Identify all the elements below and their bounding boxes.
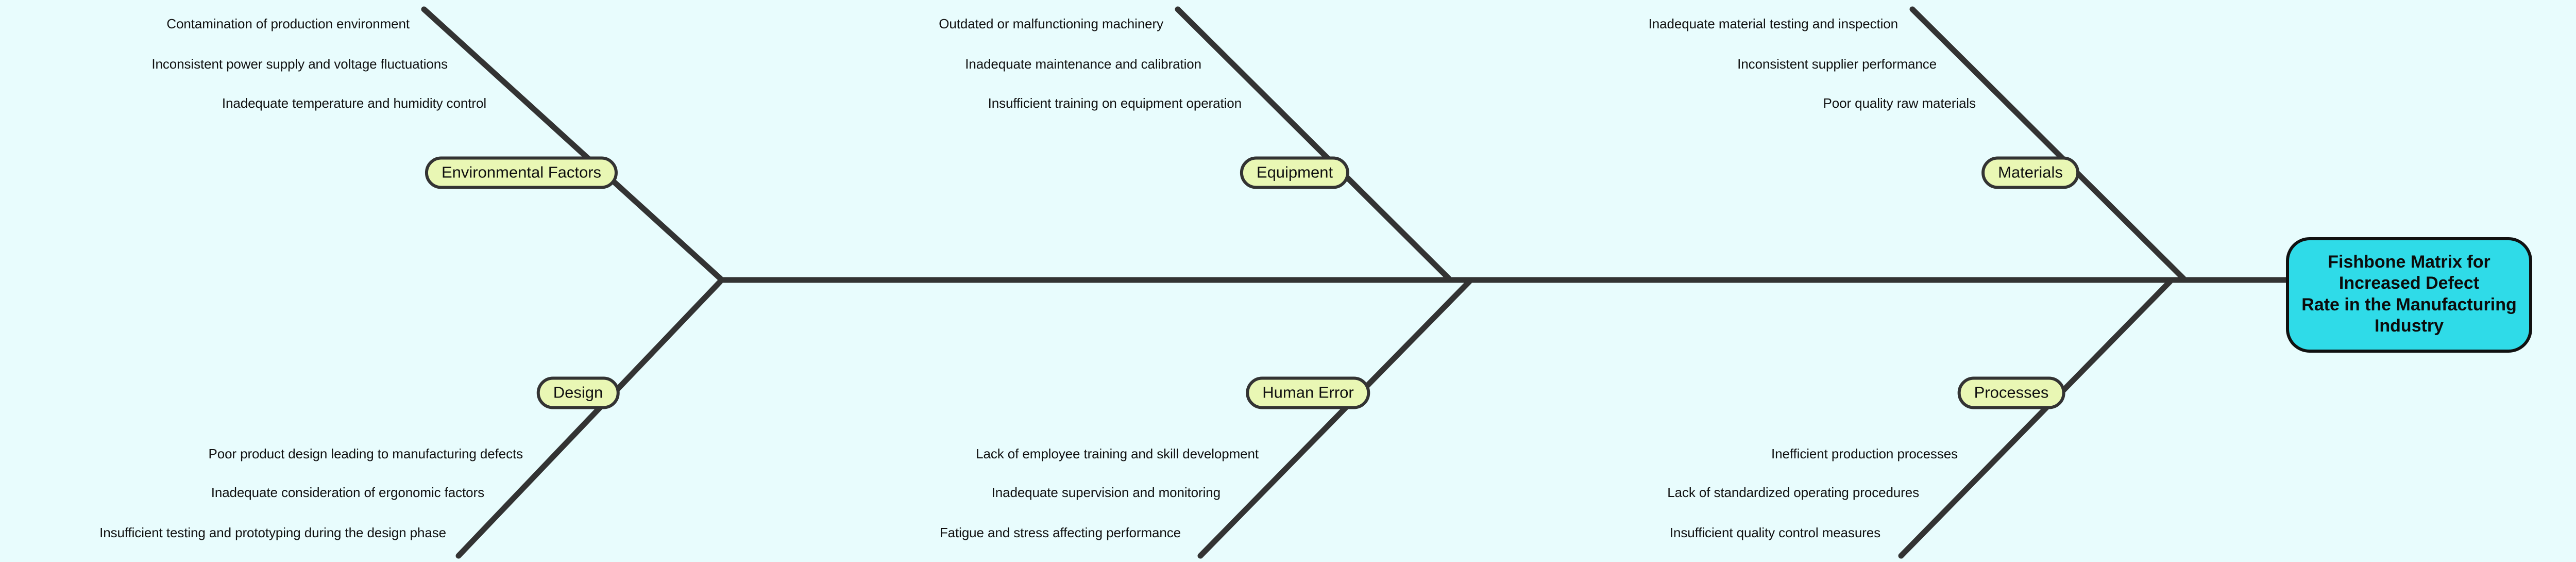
effect-title-line-2: Rate in the Manufacturing Industry (2301, 294, 2517, 336)
cause-label: Outdated or malfunctioning machinery (939, 16, 1163, 31)
branch-line-human-error (1197, 278, 1472, 559)
category-box-environmental-factors[interactable]: Environmental Factors (425, 156, 618, 189)
branch-line-equipment (1175, 6, 1452, 282)
cause-label: Contamination of production environment (166, 16, 410, 31)
cause-label: Fatigue and stress affecting performance (939, 525, 1181, 540)
cause-label: Inadequate supervision and monitoring (991, 485, 1221, 500)
cause-label: Inadequate temperature and humidity cont… (222, 95, 486, 111)
category-box-processes[interactable]: Processes (1957, 376, 2065, 409)
category-box-design[interactable]: Design (536, 376, 620, 409)
branch-line-design (455, 278, 723, 559)
branch-line-environmental-factors (421, 6, 723, 282)
category-box-equipment[interactable]: Equipment (1240, 156, 1350, 189)
cause-label: Inefficient production processes (1771, 446, 1958, 461)
cause-label: Insufficient quality control measures (1669, 525, 1880, 540)
cause-label: Insufficient testing and prototyping dur… (99, 525, 446, 540)
cause-label: Poor product design leading to manufactu… (208, 446, 523, 461)
cause-label: Inconsistent supplier performance (1737, 56, 1937, 72)
effect-title-line-1: Fishbone Matrix for Increased Defect (2328, 252, 2490, 293)
cause-label: Inconsistent power supply and voltage fl… (151, 56, 448, 72)
category-box-materials[interactable]: Materials (1981, 156, 2079, 189)
cause-label: Inadequate material testing and inspecti… (1648, 16, 1898, 31)
cause-label: Lack of standardized operating procedure… (1667, 485, 1919, 500)
cause-label: Inadequate maintenance and calibration (965, 56, 1201, 72)
cause-label: Inadequate consideration of ergonomic fa… (211, 485, 484, 500)
branch-line-processes (1898, 278, 2173, 559)
cause-label: Poor quality raw materials (1823, 95, 1976, 111)
cause-label: Insufficient training on equipment opera… (988, 95, 1242, 111)
category-box-human-error[interactable]: Human Error (1246, 376, 1370, 409)
effect-box[interactable]: Fishbone Matrix for Increased Defect Rat… (2286, 237, 2532, 353)
branch-line-materials (1909, 6, 2187, 282)
cause-label: Lack of employee training and skill deve… (976, 446, 1259, 461)
